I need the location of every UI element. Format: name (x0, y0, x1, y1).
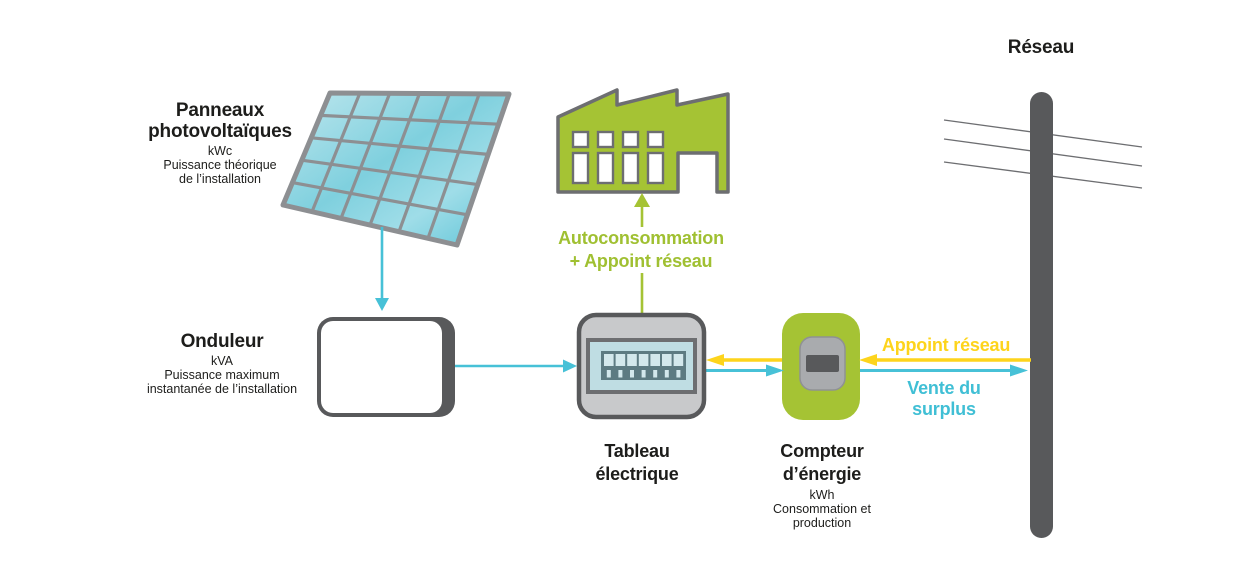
electrical-panel-label: Tableau électrique (595, 440, 678, 486)
surplus-sale-flow-label: Vente du surplus (907, 378, 981, 420)
surplus-sale-line1: Vente du (907, 378, 981, 398)
solar-panels-title-line1: Panneaux (175, 100, 265, 121)
inverter-title: Onduleur (180, 331, 264, 352)
inverter-desc-line1: Puissance maximum (164, 368, 280, 382)
electrical-panel-title-line2: électrique (595, 464, 679, 484)
flow-arrowheads (706, 354, 1028, 377)
panels-to-inverter-arrow (375, 227, 389, 311)
inverter-to-board-arrow (455, 359, 577, 373)
energy-meter-label: Compteur d’énergie kWh Consommation et p… (773, 440, 871, 530)
solar-panels-label: Panneaux photovoltaïques kWc Puissance t… (148, 100, 292, 186)
grid-title: Réseau (1007, 37, 1075, 58)
inverter-label: Onduleur kVA Puissance maximum instantan… (147, 331, 297, 396)
energy-meter-desc-line1: Consommation et (773, 502, 871, 516)
surplus-sale-line2: surplus (912, 399, 976, 419)
electrical-panel-title-line1: Tableau (604, 441, 670, 461)
breaker-row (601, 351, 686, 380)
inverter-desc-line2: instantanée de l’installation (146, 382, 298, 396)
grid-backup-flow-label: Appoint réseau (882, 335, 1010, 356)
electrical-panel-box (576, 312, 707, 420)
energy-meter-unit: kWh (809, 488, 835, 502)
inverter-unit: kVA (210, 354, 233, 368)
factory-windows (571, 130, 665, 185)
autoconsumption-line2: + Appoint réseau (553, 250, 729, 273)
inverter-box (317, 317, 455, 417)
autoconsumption-line1: Autoconsommation (553, 227, 729, 250)
factory-icon (556, 88, 730, 194)
energy-meter-title-line2: d’énergie (782, 464, 862, 484)
solar-panels-unit: kWc (207, 144, 233, 158)
energy-meter-desc-line2: production (792, 516, 852, 530)
meter-display (806, 355, 839, 372)
energy-meter-box (782, 313, 860, 420)
grid-label: Réseau (1007, 37, 1075, 58)
utility-pole-icon (1030, 92, 1053, 538)
autoconsumption-flow-label: Autoconsommation + Appoint réseau (553, 227, 729, 273)
energy-meter-title-line1: Compteur (780, 441, 864, 461)
solar-panel-icon (280, 90, 512, 248)
grid-backup-text: Appoint réseau (881, 335, 1011, 355)
solar-panels-desc-line2: de l’installation (178, 172, 261, 186)
solar-panels-title-line2: photovoltaïques (148, 121, 292, 142)
solar-panels-desc-line1: Puissance théorique (163, 158, 277, 172)
